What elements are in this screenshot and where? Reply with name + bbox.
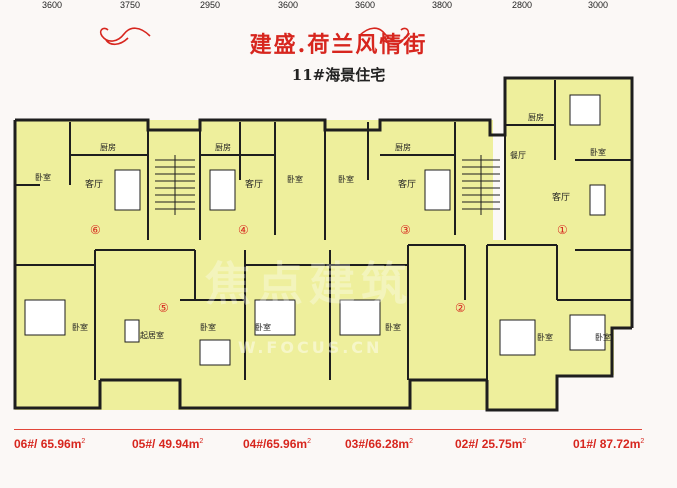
bedroom-label-1b: 卧室: [595, 332, 611, 342]
stair-left: [155, 155, 195, 215]
bed-unit2: [499, 319, 536, 356]
interior-walls: [15, 80, 632, 380]
kitchen-label-1: 厨房: [528, 112, 544, 122]
sofa-unit4: [209, 169, 236, 211]
study-label-5: 起居室: [140, 330, 164, 340]
area-unit-01: 01#/ 87.72m2: [573, 437, 645, 451]
room-labels: 厨房 厨房 厨房 厨房 卧室 卧室 卧室 卧室 卧室 卧室 卧室 卧室 卧室 卧…: [35, 112, 611, 342]
bedroom-label-2: 卧室: [537, 332, 553, 342]
bed-unit4: [254, 299, 296, 336]
living-label-6: 客厅: [85, 178, 103, 190]
bed-unit3: [339, 299, 381, 336]
dining-label-1: 餐厅: [510, 151, 526, 160]
area-unit-06: 06#/ 65.96m2: [14, 437, 86, 451]
bedroom-label-4a: 卧室: [287, 174, 303, 184]
bedroom-label-3a: 卧室: [338, 174, 354, 184]
living-label-1: 客厅: [552, 191, 570, 203]
dimension-8: 3000: [588, 0, 609, 10]
living-label-3: 客厅: [398, 178, 416, 190]
area-unit-05: 05#/ 49.94m2: [132, 437, 204, 451]
left-swirl-ornament: [99, 27, 151, 46]
furniture: [24, 94, 606, 366]
building-subtitle: 11#海景住宅: [291, 66, 386, 84]
sofa-unit6: [114, 169, 141, 211]
desk-unit5: [124, 319, 140, 343]
sofa-unit1: [589, 184, 606, 216]
kitchen-label-3: 厨房: [395, 142, 411, 152]
right-swirl-ornament: [358, 27, 410, 46]
unit-number-3: ③: [400, 223, 411, 237]
bedroom-label-1a: 卧室: [590, 147, 606, 157]
unit-number-1: ①: [557, 223, 568, 237]
unit-numbers: ⑥ ⑤ ④ ③ ② ①: [90, 223, 568, 315]
bedroom-label-3b: 卧室: [385, 322, 401, 332]
kitchen-label-4: 厨房: [215, 142, 231, 152]
area-unit-03: 03#/66.28m2: [345, 437, 413, 451]
area-unit-04: 04#/65.96m2: [243, 437, 311, 451]
watermark-url: W.FOCUS.CN: [238, 338, 383, 357]
unit-number-4: ④: [238, 223, 249, 237]
dimension-2: 3750: [120, 0, 141, 10]
sofa-unit3: [424, 169, 451, 211]
dimension-1: 3600: [42, 0, 63, 10]
dimension-4: 3600: [278, 0, 299, 10]
stairwells: [155, 155, 500, 215]
dimension-line: [14, 429, 642, 430]
bed-unit1: [569, 314, 606, 351]
dimension-7: 2800: [512, 0, 533, 10]
bedroom-label-6a: 卧室: [35, 172, 51, 182]
watermark-logo: 焦点建筑: [205, 257, 413, 311]
bedroom-label-4b: 卧室: [255, 322, 271, 332]
kitchen-label-6: 厨房: [100, 142, 116, 152]
unit-number-6: ⑥: [90, 223, 101, 237]
stair-right: [462, 155, 500, 215]
unit-number-5: ⑤: [158, 301, 169, 315]
area-unit-02: 02#/ 25.75m2: [455, 437, 527, 451]
bed-unit5: [199, 339, 231, 366]
bed-unit6: [24, 299, 66, 336]
page-title: 建盛.荷兰风情街: [249, 32, 428, 58]
dimension-5: 3600: [355, 0, 376, 10]
bedroom-label-6b: 卧室: [72, 322, 88, 332]
living-label-4: 客厅: [245, 178, 263, 190]
bed-unit1-top: [569, 94, 601, 126]
dimension-6: 3800: [432, 0, 453, 10]
dimension-3: 2950: [200, 0, 221, 10]
bedroom-label-5: 卧室: [200, 322, 216, 332]
unit-number-2: ②: [455, 301, 466, 315]
